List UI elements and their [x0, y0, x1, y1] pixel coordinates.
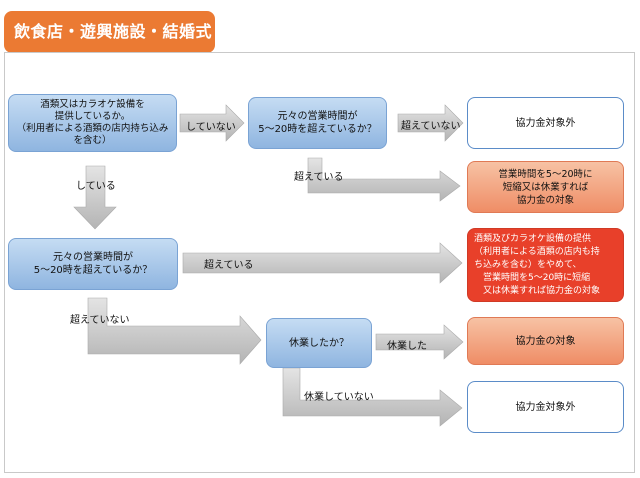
result-not-eligible-2: 協力金対象外 — [467, 381, 624, 433]
arrow-q4-to-eligible — [375, 324, 464, 360]
edge-label-not-exceed-2: 超えていない — [70, 315, 130, 326]
result-not-eligible-1-text: 協力金対象外 — [515, 117, 576, 129]
arrow-q2-to-not-eligible — [397, 104, 464, 142]
arrow-q3-to-q4 — [87, 297, 262, 365]
arrow-q1-to-q3 — [73, 165, 117, 230]
result-eligible: 協力金の対象 — [467, 317, 624, 365]
decision-hours-2: 元々の営業時間が 5～20時を超えているか？ — [8, 238, 178, 290]
edge-label-no-1: していない — [186, 122, 236, 133]
edge-label-yes-1: している — [76, 181, 116, 192]
decision-hours-2-text: 元々の営業時間が 5～20時を超えているか？ — [33, 252, 153, 276]
result-eligible-text: 協力金の対象 — [515, 335, 576, 347]
edge-label-closed-no: 休業していない — [304, 392, 374, 403]
result-stop-alcohol-text: 酒類及びカラオケ設備の提供 （利用者による酒類の店内も持 ち込みを含む）をやめて… — [474, 233, 601, 296]
edge-label-exceed-2: 超えている — [204, 260, 254, 271]
result-not-eligible-2-text: 協力金対象外 — [515, 401, 576, 413]
decision-alcohol-karaoke-text: 酒類又はカラオケ設備を 提供しているか。 （利用者による酒類の店内持ち込み を含… — [16, 99, 169, 146]
result-shorten-hours-text: 営業時間を5～20時に 短縮又は休業すれば 協力金の対象 — [498, 168, 593, 206]
decision-closed-text: 休業したか？ — [289, 337, 349, 349]
arrow-q4-to-not-eligible — [282, 367, 463, 427]
arrow-q1-to-q2 — [179, 104, 245, 142]
edge-label-not-exceed-1: 超えていない — [401, 121, 461, 132]
arrow-q2-to-shorten — [307, 157, 461, 202]
edge-label-exceed-1: 超えている — [294, 172, 344, 183]
result-shorten-hours: 営業時間を5～20時に 短縮又は休業すれば 協力金の対象 — [467, 161, 624, 213]
decision-alcohol-karaoke: 酒類又はカラオケ設備を 提供しているか。 （利用者による酒類の店内持ち込み を含… — [8, 94, 177, 152]
decision-closed: 休業したか？ — [266, 318, 372, 368]
result-not-eligible-1: 協力金対象外 — [467, 97, 624, 149]
arrow-q3-to-stop-alcohol — [182, 242, 463, 284]
decision-hours-1-text: 元々の営業時間が 5～20時を超えているか？ — [258, 111, 377, 135]
decision-hours-1: 元々の営業時間が 5～20時を超えているか？ — [248, 97, 387, 149]
edge-label-closed-yes: 休業した — [387, 341, 427, 352]
result-stop-alcohol: 酒類及びカラオケ設備の提供 （利用者による酒類の店内も持 ち込みを含む）をやめて… — [467, 228, 624, 302]
